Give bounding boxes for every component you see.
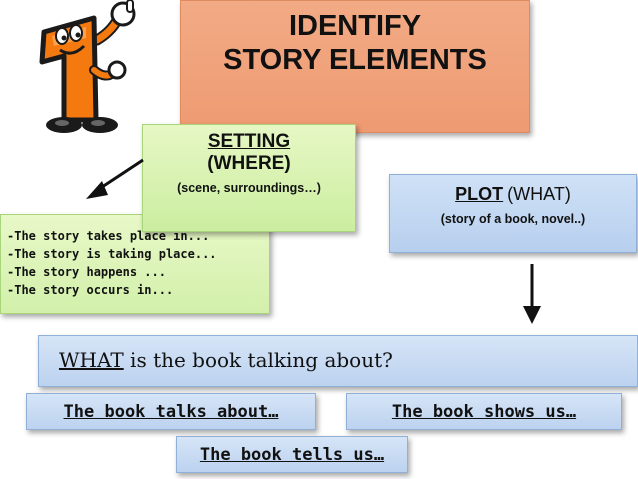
question-banner: WHAT is the book talking about? xyxy=(38,335,638,387)
phrase-shows-us: The book shows us… xyxy=(346,393,622,430)
setting-example-3: -The story happens ... xyxy=(7,265,166,279)
title-box: IDENTIFY STORY ELEMENTS xyxy=(180,0,530,133)
plot-paren: (WHAT) xyxy=(507,184,571,204)
question-rest: is the book talking about? xyxy=(123,348,393,372)
phrase-talks-about: The book talks about… xyxy=(26,393,316,430)
title-line-2: STORY ELEMENTS xyxy=(223,44,487,76)
setting-heading: SETTING xyxy=(207,131,291,152)
setting-subheading: (WHERE) xyxy=(207,153,291,174)
setting-example-4: -The story occurs in... xyxy=(7,283,174,297)
plot-description: (story of a book, novel..) xyxy=(440,212,586,226)
number-one-mascot-icon xyxy=(39,0,136,133)
title-line-1: IDENTIFY xyxy=(288,10,422,42)
plot-heading: PLOT xyxy=(455,184,504,204)
setting-box: SETTING (WHERE) (scene, surroundings…) xyxy=(142,124,356,232)
setting-description: (scene, surroundings…) xyxy=(177,181,321,195)
setting-example-1: -The story takes place in... xyxy=(7,229,210,243)
phrase-tells-us: The book tells us… xyxy=(176,436,408,473)
plot-box: PLOT(WHAT) (story of a book, novel..) xyxy=(389,174,637,253)
question-keyword: WHAT xyxy=(59,348,124,372)
plot-heading-line: PLOT(WHAT) xyxy=(390,184,636,205)
setting-example-2: -The story is taking place... xyxy=(7,247,217,261)
arrow-down-icon xyxy=(523,264,541,324)
arrow-down-left-icon xyxy=(86,158,144,199)
